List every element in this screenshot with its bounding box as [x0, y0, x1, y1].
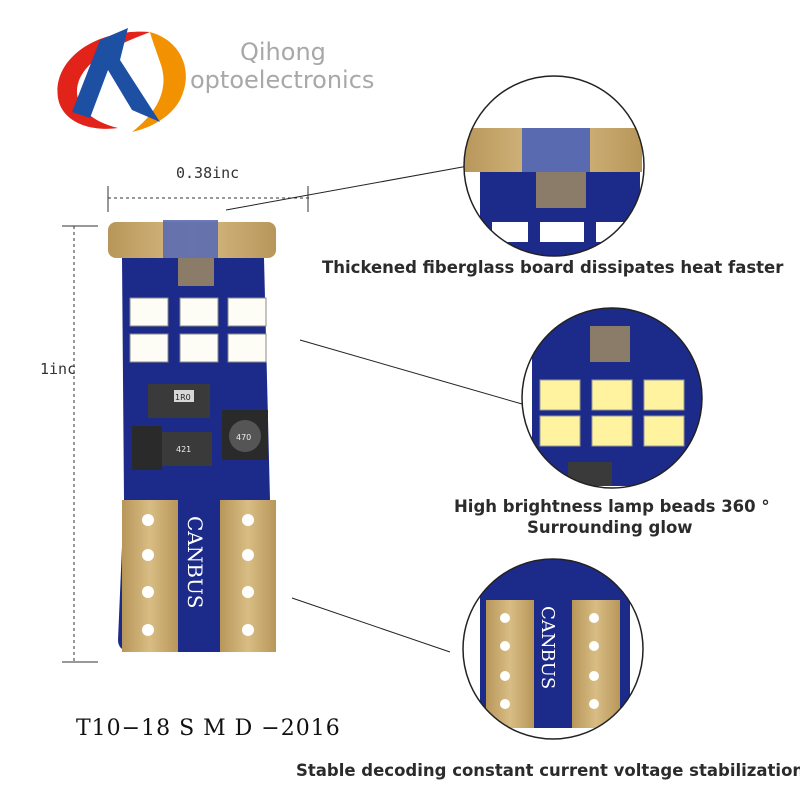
caption-brightness-2: Surrounding glow — [527, 518, 693, 537]
brand-line-1: Qihong — [240, 38, 326, 66]
brand-name: Qihong optoelectronics — [190, 38, 374, 94]
zoom-circle-leds — [522, 308, 702, 488]
caption-heat: Thickened fiberglass board dissipates he… — [322, 258, 784, 277]
chip-label-2: 470 — [236, 433, 251, 442]
zoom-circle-heat — [464, 76, 644, 256]
chip-label-1: 1R0 — [175, 393, 191, 402]
brand-logo-icon — [57, 28, 186, 132]
height-dimension: 1inc — [40, 360, 77, 378]
model-number: T10−18 S M D −2016 — [76, 716, 341, 741]
brand-line-2: optoelectronics — [190, 66, 375, 94]
caption-brightness-1: High brightness lamp beads 360 ° — [454, 497, 770, 516]
led-bulb — [108, 220, 276, 652]
dimension-lines — [62, 186, 310, 663]
callout-lines — [225, 165, 523, 653]
canbus-label: CANBUS — [183, 516, 207, 609]
canbus-label-zoom: CANBUS — [537, 606, 558, 689]
chip-label-3: 421 — [176, 445, 191, 454]
zoom-circle-decoding — [463, 559, 643, 739]
caption-decoding: Stable decoding constant current voltage… — [296, 761, 800, 780]
width-dimension: 0.38inc — [176, 164, 240, 182]
